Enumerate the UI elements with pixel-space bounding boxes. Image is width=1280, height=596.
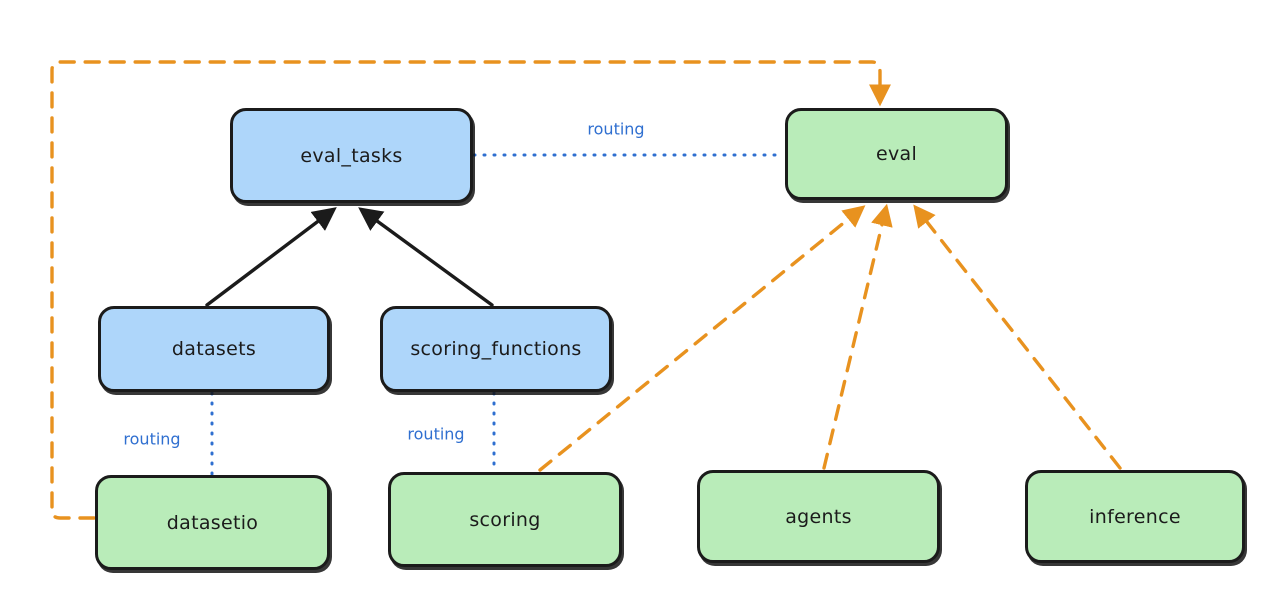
node-label-datasets: datasets [171, 338, 257, 360]
node-label-eval: eval [875, 143, 918, 165]
node-label-scoring: scoring [469, 508, 541, 531]
node-label-agents: agents [785, 505, 852, 528]
node-scoring[interactable]: scoring [388, 472, 622, 567]
node-eval-tasks[interactable]: eval_tasks [230, 108, 473, 203]
edge-label-routing-eval-tasks: routing [587, 119, 645, 139]
node-scoring-functions[interactable]: scoring_functions [380, 306, 612, 392]
edge-label-routing-scoring-functions: routing [407, 424, 465, 444]
composition-edge-datasets-eval-tasks [205, 207, 337, 307]
node-datasetio[interactable]: datasetio [95, 475, 330, 570]
node-inference[interactable]: inference [1025, 470, 1245, 563]
dependency-edge-datasetio-eval [50, 60, 892, 520]
node-label-scoring-functions: scoring_functions [410, 338, 582, 360]
dependency-edge-scoring-eval [538, 205, 866, 472]
node-datasets[interactable]: datasets [98, 306, 330, 392]
node-label-eval-tasks: eval_tasks [300, 144, 403, 167]
node-label-inference: inference [1089, 505, 1181, 528]
node-eval[interactable]: eval [785, 108, 1008, 200]
dependency-edge-inference-eval [913, 204, 1122, 470]
node-label-datasetio: datasetio [166, 511, 259, 534]
dependency-edge-agents-eval [822, 203, 893, 470]
composition-edge-scoring-functions-eval-tasks [358, 207, 494, 307]
node-agents[interactable]: agents [697, 470, 940, 563]
edge-label-routing-datasets: routing [123, 429, 181, 449]
